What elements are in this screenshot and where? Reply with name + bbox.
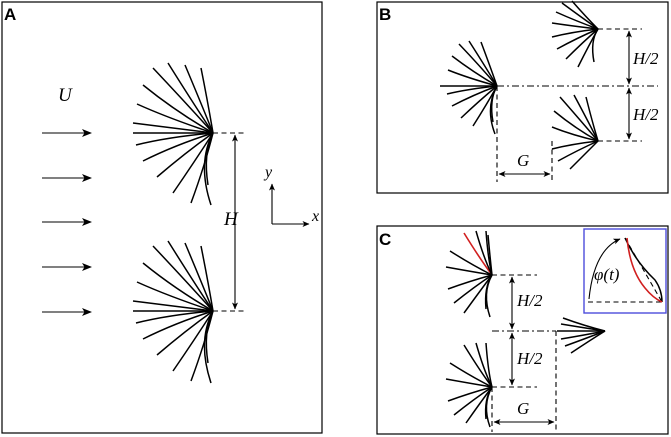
panel-a-frame	[1, 1, 323, 434]
panel-c: C	[376, 225, 669, 435]
filament	[447, 274, 493, 290]
filament-bundle-bottom	[132, 240, 214, 384]
y-axis-label: y	[263, 164, 273, 181]
filament	[555, 11, 599, 30]
filament	[485, 274, 493, 318]
deflection-inset: φ(t)	[583, 228, 667, 314]
x-axis-label: x	[311, 208, 319, 225]
filament	[445, 266, 493, 276]
panel-a-letter: A	[4, 5, 16, 24]
filament	[556, 28, 599, 50]
filament	[551, 22, 599, 30]
angle-arc	[588, 238, 621, 300]
panel-c-frame	[376, 225, 669, 435]
filament	[485, 342, 493, 388]
filament	[135, 310, 214, 324]
panel-b: B	[376, 0, 669, 194]
filament	[453, 274, 493, 304]
filament	[447, 386, 493, 402]
filament-bundle-trailing-bottom	[551, 94, 599, 170]
spacing-label: H	[223, 209, 239, 230]
filament	[449, 250, 493, 276]
filament	[167, 62, 214, 134]
half-spacing-label-top: H/2	[516, 291, 543, 310]
filament	[142, 310, 214, 340]
filament	[570, 330, 606, 354]
filament	[551, 140, 599, 150]
gap-label: G	[517, 399, 529, 418]
filament	[172, 132, 214, 194]
filament-bundle-upper	[445, 230, 493, 318]
filament	[132, 300, 214, 312]
filament	[591, 28, 599, 63]
filament-bundle-leading	[440, 40, 498, 135]
filament	[487, 234, 493, 276]
filament	[184, 64, 214, 134]
filament	[142, 84, 214, 134]
inset-highlighted-filament	[626, 237, 663, 303]
panel-c-letter: C	[379, 230, 391, 249]
velocity-label: U	[58, 85, 73, 106]
filament	[445, 378, 493, 388]
filament	[551, 28, 599, 38]
filament-bundle-trailing-top	[551, 0, 599, 68]
filament	[562, 317, 606, 332]
filament	[200, 245, 214, 312]
filament	[203, 310, 214, 384]
flow-arrows	[42, 129, 92, 316]
filament	[142, 262, 214, 312]
half-spacing-label-top: H/2	[632, 49, 659, 68]
filament-bundle-lower	[445, 342, 493, 428]
filament	[565, 28, 599, 60]
filament	[485, 386, 493, 428]
filament	[451, 85, 498, 107]
filament-bundle-middle	[557, 317, 606, 354]
filament	[559, 96, 599, 142]
filament	[203, 132, 214, 206]
filament	[557, 140, 599, 162]
filament	[585, 96, 599, 142]
angle-label: φ(t)	[594, 265, 620, 284]
filament	[190, 310, 214, 382]
filament	[156, 132, 214, 178]
filament	[142, 132, 214, 162]
filament	[184, 242, 214, 312]
filament	[489, 85, 498, 135]
filament	[447, 69, 498, 87]
panel-b-frame	[376, 1, 669, 194]
panel-b-letter: B	[379, 5, 391, 24]
half-spacing-label-bottom: H/2	[632, 105, 659, 124]
inset-filament	[624, 237, 663, 303]
half-spacing-label-bottom: H/2	[516, 349, 543, 368]
filament	[551, 126, 599, 142]
filament	[152, 245, 214, 312]
gap-label: G	[517, 151, 529, 170]
filament	[156, 310, 214, 356]
panel-a: A U	[1, 1, 323, 434]
filament	[136, 281, 214, 312]
filament-bundle-top	[132, 62, 214, 206]
filament	[200, 67, 214, 134]
filament	[453, 386, 493, 416]
filament	[135, 132, 214, 146]
filament	[152, 67, 214, 134]
filament	[136, 103, 214, 134]
filament	[190, 132, 214, 204]
filament	[449, 362, 493, 388]
filament	[451, 55, 498, 87]
filament	[132, 122, 214, 134]
filament	[569, 140, 599, 170]
coordinate-axes: y x	[263, 164, 319, 227]
filament	[571, 0, 599, 30]
filament	[460, 85, 498, 119]
filament	[172, 310, 214, 372]
filament	[167, 240, 214, 312]
filament	[468, 40, 498, 87]
filament	[553, 110, 599, 142]
filament	[480, 41, 498, 87]
inset-frame	[583, 228, 667, 314]
